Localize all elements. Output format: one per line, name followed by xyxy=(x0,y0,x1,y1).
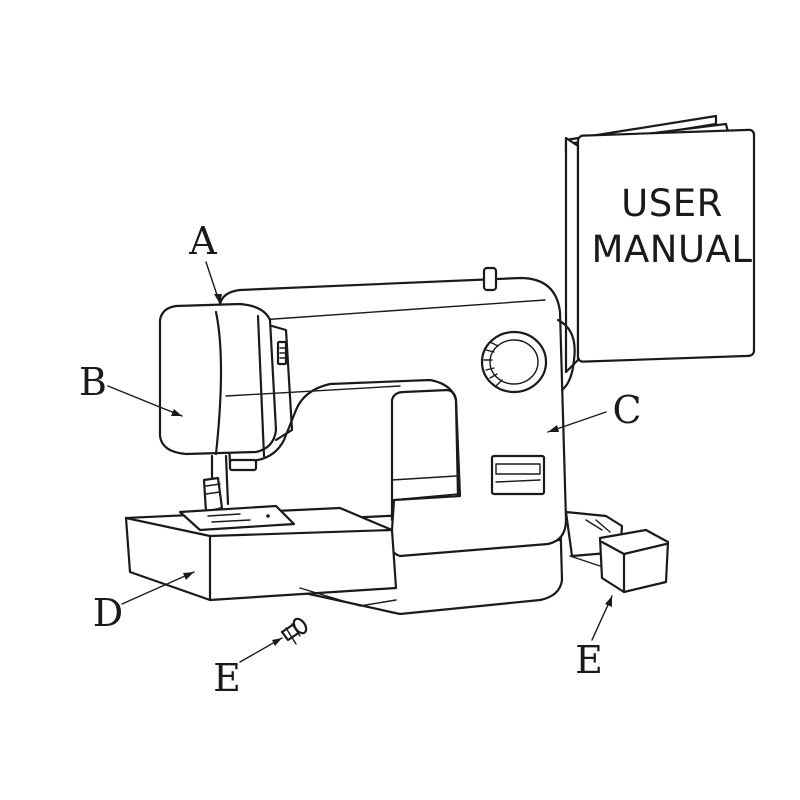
callout-label-e-screw: E xyxy=(213,656,241,700)
callout-label-c: C xyxy=(612,388,641,432)
sewing-machine xyxy=(124,266,576,616)
stitch-selector xyxy=(490,454,546,496)
manual-title-line1: USER xyxy=(621,182,723,225)
hand-wheel xyxy=(480,330,548,394)
foot-pedal xyxy=(564,510,670,594)
machine-head xyxy=(158,302,401,458)
screw-part xyxy=(280,617,308,645)
needle-plate xyxy=(178,504,296,532)
callout-label-d: D xyxy=(93,591,123,635)
callout-label-b: B xyxy=(79,360,107,404)
needle-assembly xyxy=(202,454,258,514)
accessory-table xyxy=(124,506,398,607)
user-manual-booklet: USER MANUAL xyxy=(564,114,756,374)
callout-label-a: A xyxy=(188,219,217,263)
callout-label-e-pedal: E xyxy=(575,638,603,682)
manual-title-line2: MANUAL xyxy=(592,228,753,271)
leader-lines xyxy=(107,261,613,663)
